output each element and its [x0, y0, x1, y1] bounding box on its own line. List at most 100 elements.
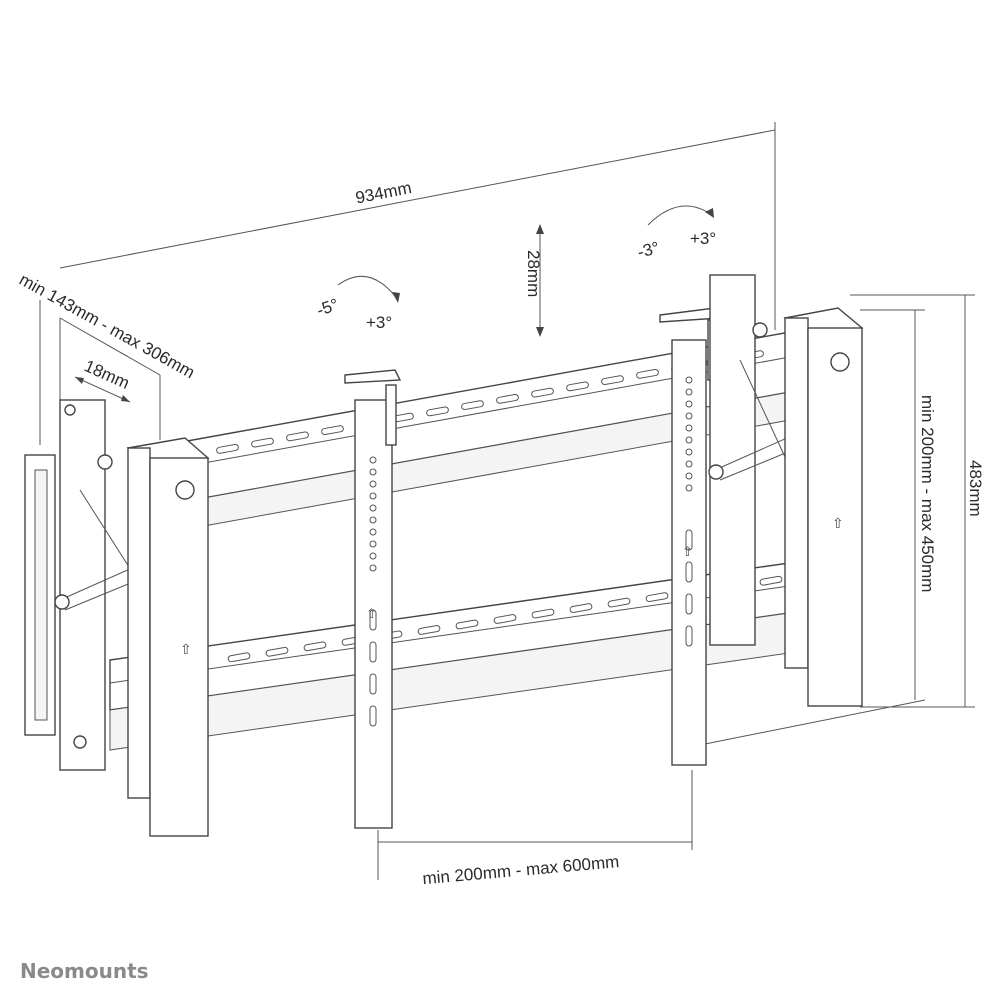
mounting-slot: [369, 609, 377, 631]
tilt-arrow-right-icon: [647, 205, 713, 226]
tilt-right-minus-label: -3°: [635, 238, 661, 262]
rail-slot: [417, 625, 441, 635]
rail-slot: [566, 381, 589, 392]
right-post-front: [807, 327, 863, 707]
up-arrow-icon: ⇧: [180, 643, 192, 658]
tilt-knob-icon: [175, 480, 195, 500]
horizontal-range-label: min 200mm - max 600mm: [422, 852, 620, 888]
dimension-lines: [39, 122, 975, 880]
left-pop-out-arm: [24, 399, 151, 771]
rail-slot: [265, 646, 289, 657]
arrowhead-icon: [536, 327, 544, 337]
mounting-hole: [369, 468, 377, 476]
pivot-bolt-icon: [73, 735, 87, 749]
height-label: 483mm: [966, 460, 985, 517]
mounting-hole: [685, 472, 693, 480]
rail-slot: [601, 375, 624, 386]
mounting-slot: [369, 673, 377, 695]
mounting-hole: [685, 424, 693, 432]
pivot-bolt-icon: [708, 464, 724, 480]
pivot-bolt-icon: [54, 594, 70, 610]
rail-slot: [461, 400, 484, 411]
width-dimension-line: [59, 129, 776, 269]
arrowhead-icon: [121, 395, 130, 402]
rail-slot: [569, 603, 593, 613]
mounting-hole: [685, 412, 693, 420]
mounting-hole: [685, 448, 693, 456]
rail-slot: [251, 437, 274, 448]
tilt-left-plus-label: +3°: [366, 313, 392, 332]
rail-slot: [531, 608, 555, 619]
strip-body: [671, 339, 707, 766]
pivot-bolt-icon: [752, 322, 768, 338]
right-arm-plate: [709, 274, 756, 646]
mounting-hole: [685, 388, 693, 396]
mounting-hole: [369, 492, 377, 500]
arrowhead-icon: [392, 292, 400, 303]
left-post-front: [149, 457, 209, 837]
rail-slot: [426, 406, 449, 417]
vertical-strip-left: ⇧: [344, 369, 402, 829]
neomounts-logo: Neomounts: [20, 959, 149, 983]
rail-slot: [321, 425, 344, 436]
locking-lever-icon: [344, 369, 402, 384]
pivot-bolt-icon: [64, 404, 76, 416]
width-label: 934mm: [354, 178, 413, 207]
left-post: ⇧: [126, 437, 210, 837]
tilt-right-plus-label: +3°: [690, 229, 716, 248]
rail-slot: [496, 393, 519, 404]
rail-slot: [303, 641, 327, 652]
up-arrow-icon: ⇧: [366, 606, 377, 621]
left-post-side: [127, 447, 151, 799]
mounting-slot: [369, 641, 377, 663]
mounting-hole: [369, 564, 377, 572]
mounting-slot: [369, 705, 377, 727]
mounting-slot: [685, 529, 693, 551]
pivot-bolt-icon: [97, 454, 113, 470]
mounting-hole: [685, 400, 693, 408]
rail-slot: [645, 592, 669, 603]
wall-rails: [109, 331, 811, 751]
mounting-hole: [685, 376, 693, 384]
mounting-hole: [685, 436, 693, 444]
left-arm-plate: [59, 399, 106, 771]
mounting-hole: [685, 484, 693, 492]
right-post-side: [784, 317, 809, 669]
up-arrow-icon: ⇧: [832, 517, 844, 532]
popout-arrow: [74, 376, 131, 403]
rail-slot: [759, 575, 783, 586]
right-post: ⇧: [783, 307, 864, 707]
left-bracket-channel: [34, 469, 48, 721]
arrowhead-icon: [705, 208, 714, 218]
rail-slot: [286, 431, 309, 442]
mounting-slot: [685, 593, 693, 615]
up-arrow-icon: ⇧: [682, 544, 693, 559]
rail-slot: [607, 597, 631, 608]
popout-label: 18mm: [81, 356, 132, 393]
mounting-hole: [369, 552, 377, 560]
mounting-hole: [369, 504, 377, 512]
mounting-hole: [369, 456, 377, 464]
rail-slot: [493, 614, 517, 624]
arrowhead-icon: [536, 224, 544, 234]
height-adjust-label: 28mm: [524, 250, 543, 297]
mounting-hole: [369, 480, 377, 488]
tilt-arrow-left-icon: [337, 275, 399, 301]
mounting-hole: [685, 460, 693, 468]
depth-dimension-line: [59, 317, 161, 376]
mounting-slot: [685, 561, 693, 583]
mounting-hole: [369, 528, 377, 536]
rail-slot: [636, 368, 659, 379]
tilt-knob-icon: [830, 352, 850, 372]
vertical-range-label: min 200mm - max 450mm: [918, 395, 937, 592]
arrowhead-icon: [75, 377, 84, 384]
rail-slot: [531, 387, 554, 398]
rail-slot: [455, 619, 479, 630]
mounting-hole: [369, 540, 377, 548]
mounting-hole: [369, 516, 377, 524]
rail-slot: [227, 652, 251, 663]
rail-slot: [216, 443, 239, 454]
tilt-left-minus-label: -5°: [314, 295, 341, 320]
